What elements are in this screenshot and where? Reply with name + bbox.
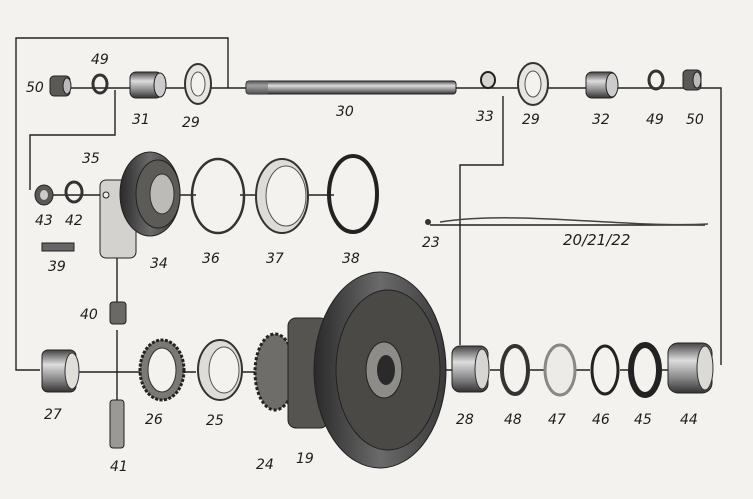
leader-right-frame bbox=[700, 87, 722, 365]
callout-47: 47 bbox=[548, 412, 566, 428]
part-43-nut bbox=[34, 184, 54, 206]
part-46-spring-ring bbox=[590, 344, 620, 396]
callout-30: 30 bbox=[336, 104, 354, 120]
leader-29-branch bbox=[459, 96, 504, 345]
callout-48: 48 bbox=[504, 412, 522, 428]
part-50-left-nut bbox=[49, 75, 72, 97]
callout-39: 39 bbox=[48, 259, 66, 275]
callout-31: 31 bbox=[132, 112, 150, 128]
part-27-ring bbox=[41, 349, 80, 393]
callout-49-left: 49 bbox=[91, 52, 109, 68]
part-25-ring bbox=[197, 339, 243, 401]
part-29-left-bearing bbox=[184, 63, 212, 105]
callout-34: 34 bbox=[150, 256, 168, 272]
part-19-differential-hub bbox=[287, 271, 447, 469]
part-39-bolt bbox=[41, 242, 75, 252]
part-49-left-washer bbox=[91, 73, 109, 95]
part-29-right-bearing bbox=[517, 62, 549, 106]
part-23-cable bbox=[425, 217, 709, 226]
part-34-housing bbox=[99, 151, 181, 259]
part-45-ring bbox=[628, 342, 662, 398]
part-47-seal bbox=[543, 343, 577, 397]
part-48-ring bbox=[500, 344, 530, 396]
callout-46: 46 bbox=[592, 412, 610, 428]
callout-36: 36 bbox=[202, 251, 220, 267]
callout-27: 27 bbox=[44, 407, 62, 423]
callout-50-left: 50 bbox=[26, 80, 44, 96]
callout-41: 41 bbox=[110, 459, 128, 475]
part-38-spring-ring bbox=[327, 154, 379, 234]
part-49-right-washer bbox=[647, 69, 665, 91]
callout-26: 26 bbox=[145, 412, 163, 428]
callout-24: 24 bbox=[256, 457, 274, 473]
callout-23: 23 bbox=[422, 235, 440, 251]
callout-38: 38 bbox=[342, 251, 360, 267]
part-50-right-nut bbox=[682, 69, 702, 91]
part-30-shaft bbox=[245, 80, 457, 95]
leader-top-left-loop bbox=[15, 37, 229, 371]
part-42-washer bbox=[64, 180, 84, 204]
part-31-collar bbox=[129, 71, 167, 99]
part-28-bearing bbox=[451, 345, 490, 393]
callout-35: 35 bbox=[82, 151, 100, 167]
callout-37: 37 bbox=[266, 251, 284, 267]
part-40-gear bbox=[109, 301, 127, 325]
callout-42: 42 bbox=[65, 213, 83, 229]
callout-43: 43 bbox=[35, 213, 53, 229]
part-36-ring bbox=[190, 157, 246, 235]
part-44-cap bbox=[667, 342, 714, 394]
callout-28: 28 bbox=[456, 412, 474, 428]
part-37-ring bbox=[255, 158, 309, 234]
callout-40: 40 bbox=[80, 307, 98, 323]
callout-25: 25 bbox=[206, 413, 224, 429]
leader-31-to-43 bbox=[29, 90, 116, 190]
callout-32: 32 bbox=[592, 112, 610, 128]
part-41-screw bbox=[109, 399, 125, 449]
callout-19: 19 bbox=[296, 451, 314, 467]
part-33-nut bbox=[480, 71, 496, 89]
callout-29-right: 29 bbox=[522, 112, 540, 128]
callout-44: 44 bbox=[680, 412, 698, 428]
callout-20-21-22: 20/21/22 bbox=[563, 231, 631, 249]
callout-33: 33 bbox=[476, 109, 494, 125]
callout-49-right: 49 bbox=[646, 112, 664, 128]
callout-29-left: 29 bbox=[182, 115, 200, 131]
callout-50-right: 50 bbox=[686, 112, 704, 128]
callout-45: 45 bbox=[634, 412, 652, 428]
part-26-gear-ring bbox=[138, 338, 186, 402]
part-32-collar bbox=[585, 71, 619, 99]
